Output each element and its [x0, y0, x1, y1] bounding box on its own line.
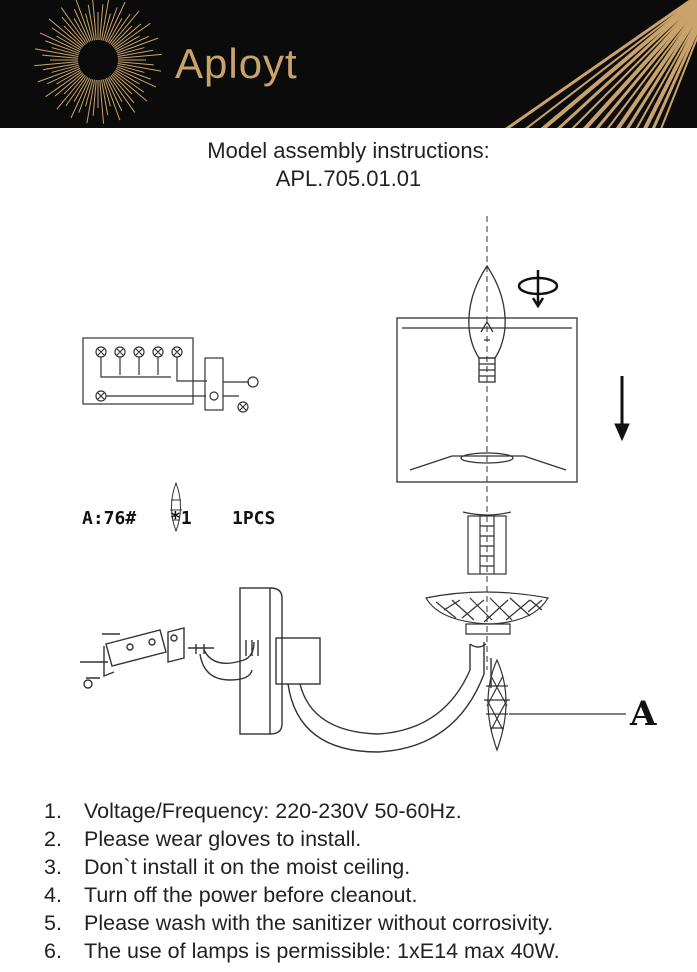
crystal-pendant-icon — [170, 481, 182, 533]
part-label: A:76# — [82, 508, 137, 529]
glass-dish — [425, 591, 549, 635]
rotate-arrow-icon — [517, 270, 559, 309]
wiring-terminal-diagram — [82, 337, 259, 413]
sunburst-icon — [34, 0, 697, 128]
part-mark: *1 — [170, 508, 192, 529]
wall-sconce-drawing — [80, 587, 492, 753]
callout-label: A — [630, 694, 657, 734]
candle-socket — [462, 511, 512, 575]
crystal-drop — [484, 658, 510, 752]
list-item: 1.Voltage/Frequency: 220-230V 50-60Hz. — [44, 799, 462, 823]
assembly-diagram — [80, 216, 630, 753]
instructions-list: 1.Voltage/Frequency: 220-230V 50-60Hz. 2… — [44, 797, 560, 965]
candle-bulb-icon — [468, 264, 506, 383]
model-number: APL.705.01.01 — [275, 166, 422, 191]
list-item: 6.The use of lamps is permissible: 1xE14… — [44, 939, 560, 963]
down-arrow-icon — [614, 376, 630, 442]
part-quantity: 1PCS — [232, 508, 276, 529]
list-item: 3.Don`t install it on the moist ceiling. — [44, 855, 411, 879]
brand-banner: Aployt — [0, 0, 697, 128]
list-item: 5.Please wash with the sanitizer without… — [44, 911, 554, 935]
page-title: Model assembly instructions: — [207, 138, 490, 163]
list-item: 2.Please wear gloves to install. — [44, 827, 362, 851]
brand-logo-text: Aployt — [175, 40, 298, 87]
list-item: 4.Turn off the power before cleanout. — [44, 883, 418, 907]
